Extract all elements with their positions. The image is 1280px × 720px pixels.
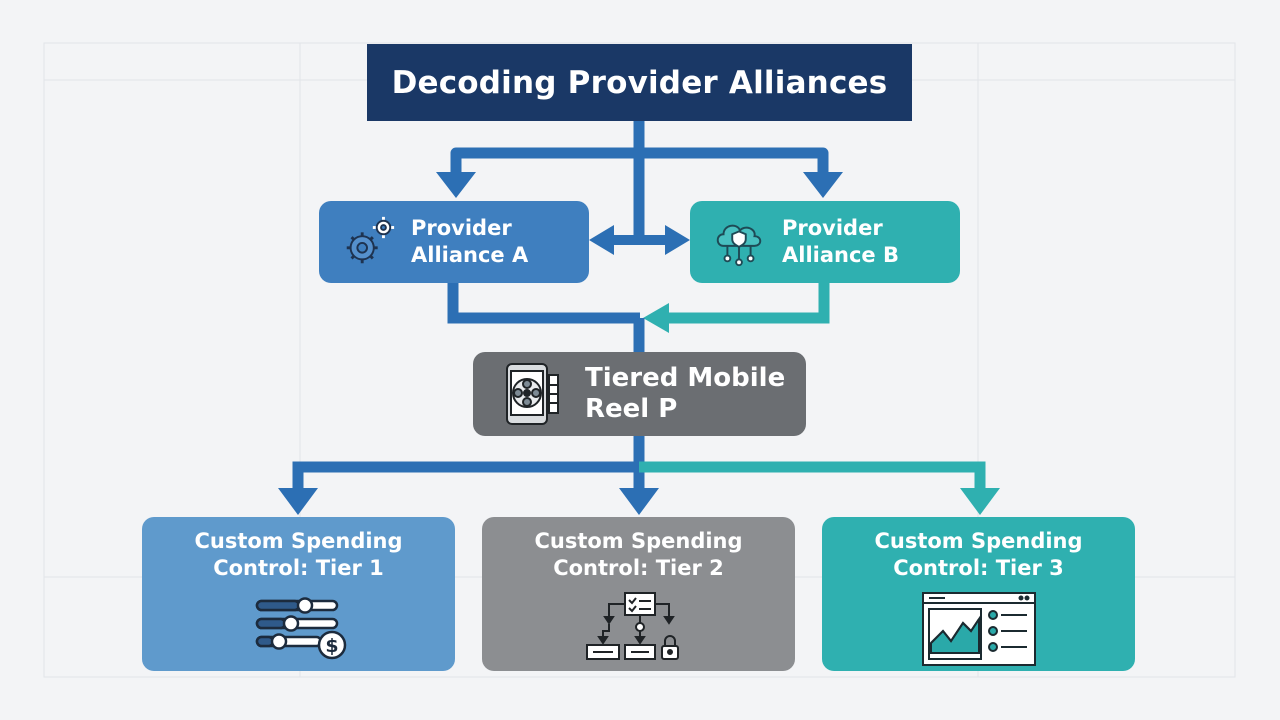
mobile-film-reel-icon [506,363,559,425]
approval-flow-lock-icon [585,592,679,660]
hub-to-tiers-connector [292,436,986,490]
arrowhead-right [665,225,690,255]
tier-2-node: Custom Spending Control: Tier 2 [482,517,795,671]
hub-node: Tiered Mobile Reel P [473,352,806,436]
alliance-a-node: Provider Alliance A [319,201,589,283]
analytics-dashboard-icon [921,592,1036,666]
title-to-alliances-connector [450,120,829,237]
tier-1-label: Custom Spending Control: Tier 1 [194,529,403,580]
arrowhead-to-alliance-a [436,172,476,198]
hub-label: Tiered Mobile Reel P [585,363,786,424]
arrowhead-to-alliance-b [803,172,843,198]
arrowhead-to-tier-2 [619,488,659,515]
arrowhead-to-tier-1 [278,488,318,515]
alliance-a-label: Provider Alliance A [411,216,529,267]
diagram-title: Decoding Provider Alliances [367,44,912,121]
cloud-network-shield-icon [716,224,762,267]
tier-1-node: Custom Spending Control: Tier 1 $ [142,517,455,671]
tier-3-label: Custom Spending Control: Tier 3 [874,529,1083,580]
sliders-dollar-icon: $ [255,597,346,660]
alliance-b-label: Provider Alliance B [782,216,899,267]
svg-text:$: $ [325,635,338,657]
gears-icon [346,216,395,264]
tier-3-node: Custom Spending Control: Tier 3 [822,517,1135,671]
arrowhead-to-tier-3 [960,488,1000,515]
alliance-b-to-hub-connector [666,283,830,324]
arrowhead-b-to-hub [643,303,669,333]
alliance-b-node: Provider Alliance B [690,201,960,283]
tier-2-label: Custom Spending Control: Tier 2 [534,529,743,580]
alliance-a-to-hub-connector [447,283,640,324]
arrowhead-left [589,225,614,255]
